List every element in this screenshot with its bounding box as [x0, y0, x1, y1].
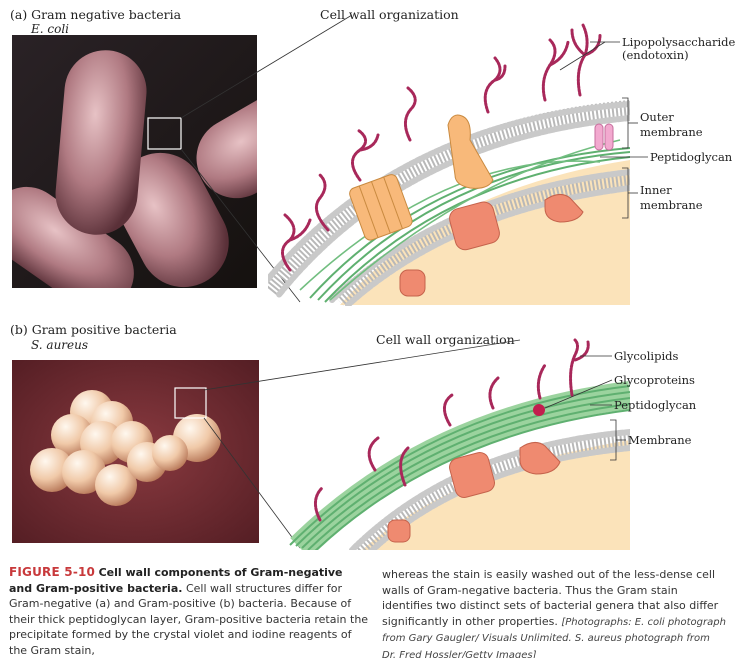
caption-right: whereas the stain is easily washed out o…: [382, 567, 727, 658]
panel-b-species: S. aureus: [31, 338, 89, 352]
caption-body-right: whereas the stain is easily washed out o…: [382, 568, 719, 628]
photo-credit: [Photographs: E. coli photograph from Ga…: [382, 616, 726, 658]
label-outer-1: Outer: [640, 110, 674, 124]
figure-number: FIGURE 5-10: [9, 565, 96, 579]
panel-a-title: (a) Gram negative bacteria: [10, 7, 182, 22]
label-membrane: Membrane: [628, 433, 692, 447]
label-peptidoglycan-a: Peptidoglycan: [650, 150, 733, 164]
label-inner-1: Inner: [640, 183, 672, 197]
label-endotoxin: (endotoxin): [622, 48, 689, 62]
label-outer-2: membrane: [640, 125, 703, 139]
caption-left: FIGURE 5-10 Cell wall components of Gram…: [9, 565, 369, 658]
panel-b-title: (b) Gram positive bacteria: [10, 322, 177, 337]
label-glycoproteins: Glycoproteins: [614, 373, 695, 387]
label-lipopolysaccharide: Lipopolysaccharide: [622, 35, 735, 49]
saureus-photo: [12, 360, 259, 543]
ecoli-photo: [12, 35, 257, 288]
panel-a-species: E. coli: [31, 22, 70, 36]
label-inner-2: membrane: [640, 198, 703, 212]
panel-a-heading: Cell wall organization: [320, 7, 459, 22]
label-peptidoglycan-b: Peptidoglycan: [614, 398, 697, 412]
figure-title: Cell wall components of Gram-negative an…: [9, 566, 343, 595]
caption-body-left: Cell wall structures differ for Gram-neg…: [9, 581, 369, 657]
label-glycolipids: Glycolipids: [614, 349, 679, 363]
panel-b-heading: Cell wall organization: [376, 332, 515, 347]
